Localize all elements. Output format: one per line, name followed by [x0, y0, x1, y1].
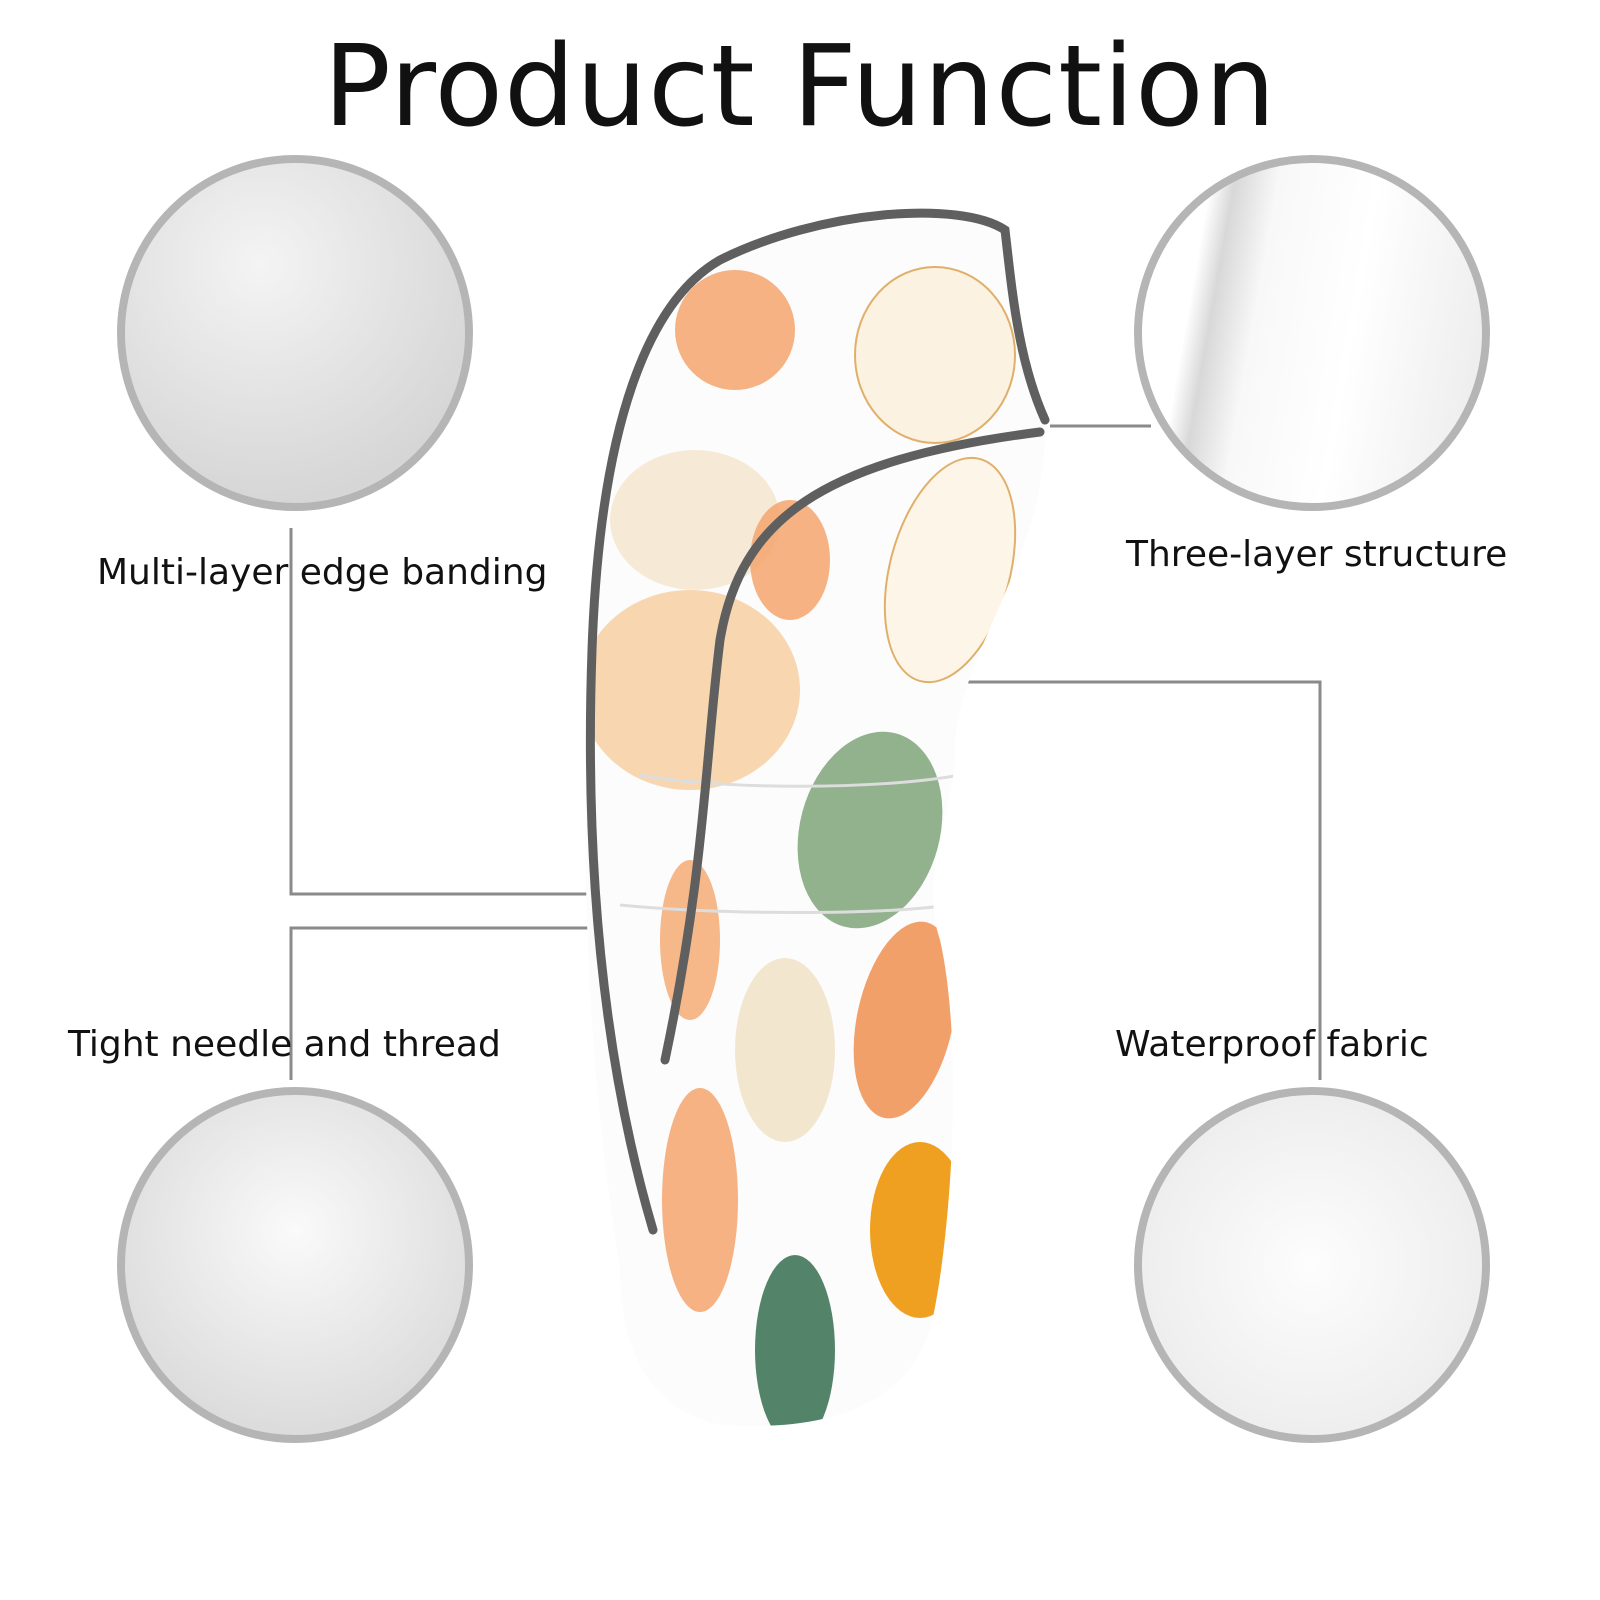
page-title: Product Function: [323, 22, 1277, 152]
waterproof-detail-image: [1134, 1087, 1490, 1443]
three-layer-detail-image: [1134, 155, 1490, 511]
edge-trim: [585, 208, 1050, 1235]
stitching-detail-image: [117, 1087, 473, 1443]
feature-label-waterproof: Waterproof fabric: [1115, 1024, 1429, 1065]
feature-label-stitching: Tight needle and thread: [68, 1024, 501, 1065]
feature-label-edge-banding: Multi-layer edge banding: [97, 552, 548, 593]
connector-lines: [289, 424, 1322, 1080]
feature-label-three-layer: Three-layer structure: [1126, 534, 1508, 575]
edge-banding-detail-image: [117, 155, 473, 511]
